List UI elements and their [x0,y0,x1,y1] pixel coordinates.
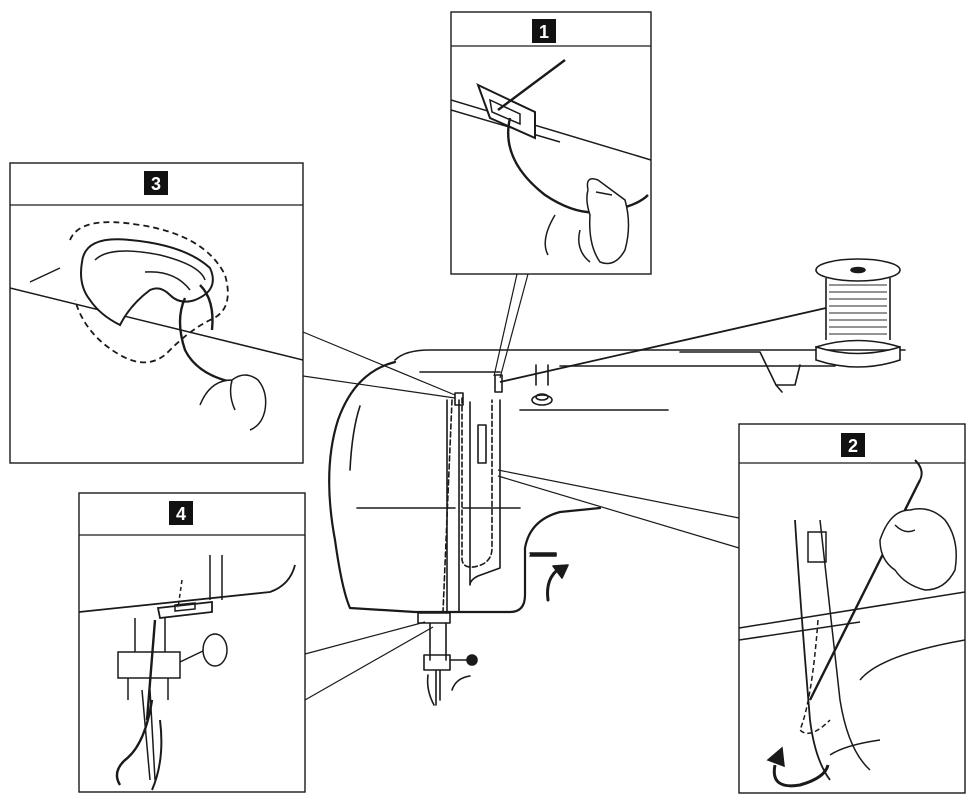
step-badge-4: 4 [176,504,186,524]
thread-guide-icon [494,374,503,393]
thread-line [499,307,827,383]
panel-step-2: 2 [738,423,966,794]
needle-icon [435,669,441,706]
tension-slot [807,531,827,563]
panel-step-1: 1 [450,11,652,275]
bobbin-winder [531,394,553,406]
hand-icon [544,178,630,265]
step-badge-3: 3 [151,174,161,194]
machine-head-outline [328,360,602,614]
take-up-lever-icon [454,392,464,406]
spool-icon [815,258,901,368]
thread-path [461,397,493,568]
hand-icon [199,374,267,431]
callout-lines [302,273,740,701]
step-badge-1: 1 [539,22,549,42]
sewing-machine [328,349,906,706]
panel-step-4: 4 [78,492,306,793]
tension-slot [477,424,487,464]
step-badge-2: 2 [848,436,858,456]
panel-step-3: 3 [9,162,304,464]
rotation-arrow-icon [772,764,830,788]
